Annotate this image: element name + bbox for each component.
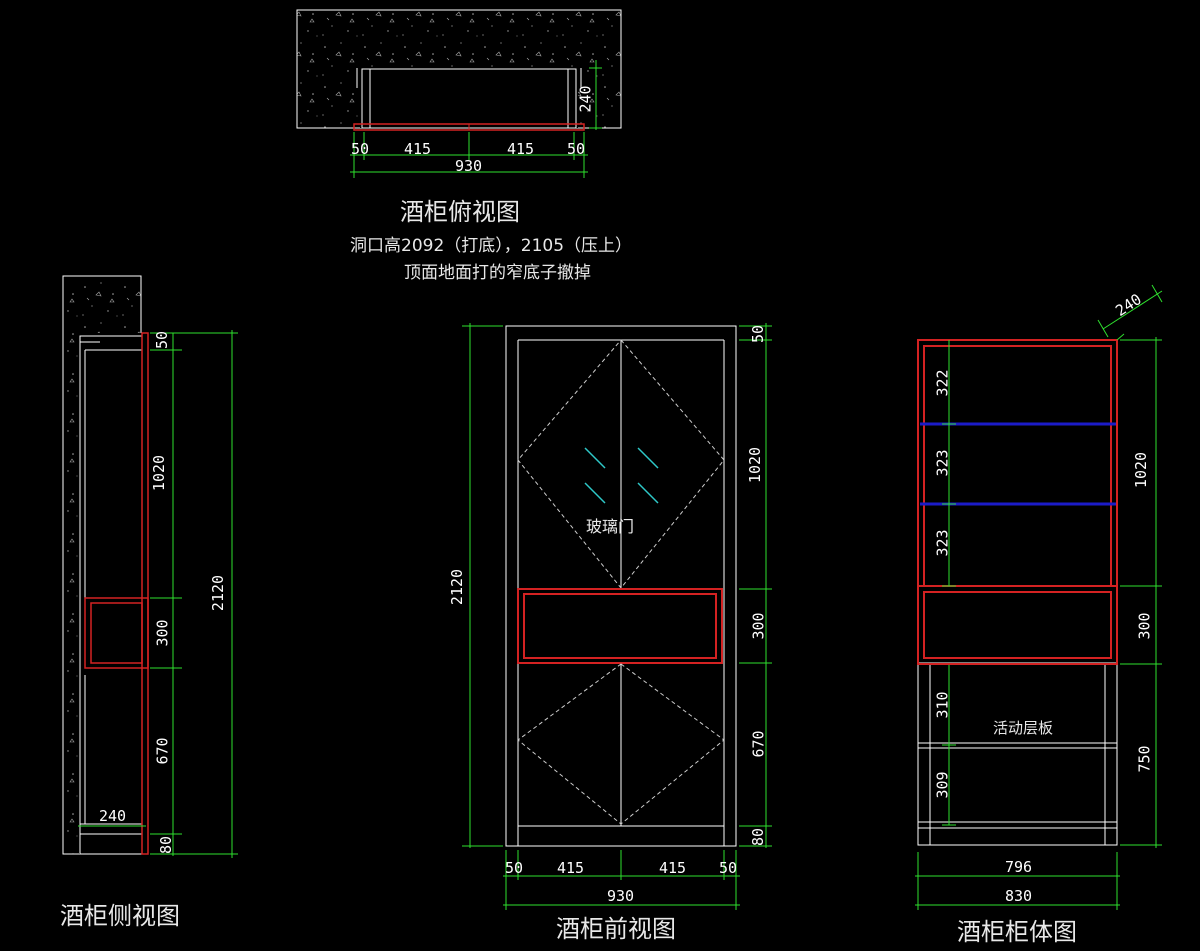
body-dim-1: 1020 (1132, 451, 1151, 489)
front-dim-1: 50 (749, 324, 768, 344)
front-width-total: 930 (607, 887, 635, 905)
top-dim-depth: 240 (576, 85, 595, 113)
side-dim-1: 50 (153, 330, 172, 350)
body-dim-2: 300 (1135, 612, 1154, 640)
side-dim-depth: 240 (99, 807, 127, 825)
side-dim-3: 300 (153, 619, 172, 647)
front-width-4: 50 (719, 859, 738, 877)
movable-shelf-label: 活动层板 (993, 719, 1054, 737)
glass-door-label: 玻璃门 (586, 517, 635, 536)
body-outer-width: 830 (1005, 887, 1033, 905)
side-view (62, 275, 238, 858)
body-shelf-2: 323 (933, 449, 952, 477)
side-dim-2: 1020 (150, 454, 169, 492)
front-view-frame (505, 325, 737, 847)
body-dim-3: 750 (1135, 745, 1154, 773)
front-width-1: 50 (505, 859, 524, 877)
front-dim-total: 2120 (448, 568, 467, 606)
front-view (462, 323, 772, 910)
front-width-2: 415 (557, 859, 585, 877)
front-dim-5: 80 (749, 827, 768, 847)
top-dim-3: 415 (507, 140, 535, 158)
body-shelf-3: 323 (933, 529, 952, 557)
top-dim-total: 930 (455, 157, 483, 175)
body-view-title: 酒柜柜体图 (957, 918, 1077, 946)
body-inner-width: 796 (1005, 858, 1033, 876)
side-dim-5: 80 (157, 835, 176, 855)
front-dim-3: 300 (749, 612, 768, 640)
body-shelf-1: 322 (933, 369, 952, 397)
note-line-1: 洞口高2092（打底），2105（压上） (350, 236, 633, 256)
front-dim-4: 670 (749, 730, 768, 758)
side-view-door (141, 332, 149, 855)
side-dim-total: 2120 (209, 574, 228, 612)
top-dim-2: 415 (404, 140, 432, 158)
side-dim-4: 670 (153, 737, 172, 765)
front-view-drawer (517, 588, 723, 664)
front-view-title: 酒柜前视图 (556, 915, 676, 943)
front-dim-2: 1020 (746, 446, 765, 484)
lower-door-pattern (517, 663, 725, 825)
top-view (296, 9, 622, 178)
top-dim-4: 50 (567, 140, 586, 158)
top-dim-1: 50 (351, 140, 370, 158)
note-line-2: 顶面地面打的窄底子撤掉 (404, 263, 591, 283)
body-shelf-5: 309 (933, 771, 952, 799)
body-view (915, 284, 1163, 910)
side-view-title: 酒柜侧视图 (60, 902, 180, 930)
top-view-title: 酒柜俯视图 (400, 198, 520, 226)
body-shelf-4: 310 (933, 691, 952, 719)
front-width-3: 415 (659, 859, 687, 877)
